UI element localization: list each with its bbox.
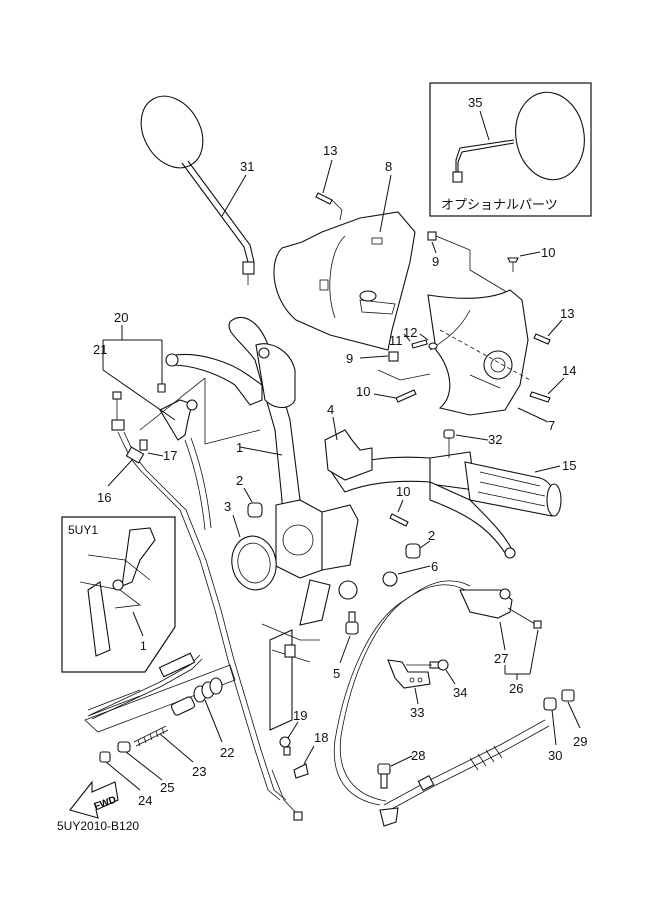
callout-17: 17: [163, 448, 177, 463]
switch-lever-main[interactable]: [261, 623, 320, 731]
mirror-35-thread: [452, 171, 463, 183]
brake-cable-rod[interactable]: [379, 719, 550, 827]
callout-3: 3: [224, 499, 231, 514]
callout-24: 24: [138, 793, 152, 808]
holder-4[interactable]: 4: [324, 402, 373, 481]
screw-17[interactable]: 17: [139, 439, 177, 463]
mirror-31[interactable]: 31: [129, 85, 255, 285]
callout-20: 20: [114, 310, 128, 325]
callout-27: 27: [494, 651, 508, 666]
callout-2a: 2: [236, 473, 243, 488]
callout-6: 6: [431, 559, 438, 574]
optional-parts-inset: 35 オプショナルパーツ: [429, 82, 592, 217]
callout-19: 19: [293, 708, 307, 723]
throttle-cable[interactable]: [87, 652, 203, 720]
mirror-35-stem: [455, 139, 515, 172]
callout-33: 33: [410, 705, 424, 720]
forward-arrow: FWD: [69, 780, 119, 819]
clutch-lever-assembly[interactable]: [139, 353, 263, 445]
callout-32: 32: [488, 432, 502, 447]
callout-31: 31: [240, 159, 254, 174]
diagram-code: 5UY2010-B120: [57, 819, 139, 833]
nut-6[interactable]: 6: [382, 559, 438, 587]
collar-30[interactable]: 30: [543, 697, 562, 763]
callout-26: 26: [509, 681, 523, 696]
bracket-33[interactable]: 33: [387, 659, 431, 720]
bolt-5[interactable]: 5: [333, 611, 359, 681]
callout-2b: 2: [428, 528, 435, 543]
washer-12[interactable]: 12: [403, 325, 438, 350]
callout-13a: 13: [323, 143, 337, 158]
callout-5: 5: [333, 666, 340, 681]
callout-7: 7: [548, 418, 555, 433]
screw-13-right[interactable]: 13: [533, 306, 574, 345]
callout-35: 35: [468, 95, 482, 110]
screw-14[interactable]: 14: [529, 363, 576, 403]
callout-25: 25: [160, 780, 174, 795]
bolt-28[interactable]: 28: [377, 748, 425, 789]
screw-11[interactable]: 11: [389, 333, 428, 349]
grommet-2-right[interactable]: 2: [405, 528, 435, 559]
adjuster-22[interactable]: 22: [170, 677, 234, 760]
callout-12: 12: [403, 325, 417, 340]
callout-10c: 10: [396, 484, 410, 499]
screw-10-center[interactable]: 10: [389, 484, 410, 527]
clip-9-lower[interactable]: 9: [346, 351, 399, 366]
nut-24[interactable]: 24: [99, 751, 152, 808]
callout-11: 11: [389, 333, 403, 348]
callout-18: 18: [314, 730, 328, 745]
cable-16-end[interactable]: 16: [97, 391, 287, 801]
bolt-32[interactable]: 32: [443, 429, 502, 458]
clip-9-upper[interactable]: 9: [427, 231, 439, 269]
callout-34: 34: [453, 685, 467, 700]
callout-10a: 10: [541, 245, 555, 260]
callout-1: 1: [236, 440, 243, 455]
callout-29: 29: [573, 734, 587, 749]
variant-inset-5uy1: 5UY1 1: [61, 516, 176, 673]
collar-25[interactable]: 25: [117, 741, 174, 795]
callout-9b: 9: [346, 351, 353, 366]
mirror-35-head[interactable]: [509, 87, 591, 185]
nut-29[interactable]: 29: [561, 689, 587, 749]
screw-10-upper[interactable]: 10: [507, 245, 555, 272]
callout-28: 28: [411, 748, 425, 763]
grip-15[interactable]: 15: [429, 451, 576, 559]
screw-19[interactable]: 19: [279, 708, 307, 756]
callout-22: 22: [220, 745, 234, 760]
grommet-2-left[interactable]: 2: [236, 473, 263, 518]
callout-8: 8: [385, 159, 392, 174]
optional-parts-caption: オプショナルパーツ: [441, 198, 558, 213]
callout-15: 15: [562, 458, 576, 473]
callout-13b: 13: [560, 306, 574, 321]
callout-10b: 10: [356, 384, 370, 399]
callout-30: 30: [548, 748, 562, 763]
spring-23[interactable]: 23: [133, 725, 206, 779]
callout-14: 14: [562, 363, 576, 378]
inset-frame: [429, 82, 592, 217]
screw-13-upper[interactable]: 13: [315, 143, 343, 221]
handlebar-cover-lower-7[interactable]: 7: [427, 289, 555, 433]
variant-model-label: 5UY1: [68, 523, 98, 537]
variant-callout-1: 1: [140, 639, 147, 653]
steering-bracket[interactable]: [275, 499, 359, 626]
bolt-34[interactable]: 34: [429, 659, 467, 700]
clamp-18[interactable]: 18: [293, 730, 328, 779]
callout-16: 16: [97, 490, 111, 505]
handlebar-cover-upper-8[interactable]: 8: [273, 159, 416, 351]
callout-9a: 9: [432, 254, 439, 269]
brake-cable-26[interactable]: 27 26: [333, 580, 542, 806]
callout-21: 21: [93, 342, 107, 357]
ring-3[interactable]: 3: [224, 499, 280, 593]
screw-10-mid[interactable]: 10: [356, 384, 417, 403]
callout-23: 23: [192, 764, 206, 779]
callout-4: 4: [327, 402, 334, 417]
